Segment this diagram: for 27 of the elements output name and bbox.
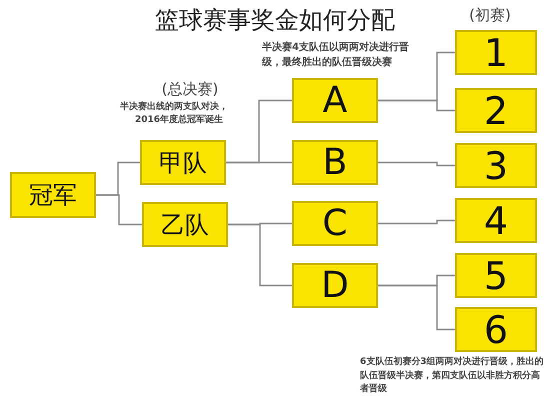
connector-line: [378, 284, 455, 330]
round-heading: (初赛): [468, 6, 512, 25]
team-box: 2: [455, 88, 537, 133]
connector-line: [378, 220, 455, 224]
team-box: 4: [455, 198, 537, 243]
connector-line: [226, 162, 292, 164]
note: 半决赛出线的两支队对决，: [120, 101, 229, 114]
note: 2016年度总冠军诞生: [135, 114, 224, 127]
team-box: A: [292, 78, 378, 123]
title: 篮球赛事奖金如何分配: [154, 5, 396, 36]
team-box: 5: [455, 253, 537, 298]
team-box: 冠军: [10, 172, 96, 218]
connector-line: [378, 162, 455, 166]
team-box: C: [292, 201, 378, 246]
team-box: D: [292, 263, 378, 308]
connector-line: [378, 100, 455, 112]
connector-line: [228, 224, 292, 286]
connector-line: [96, 194, 142, 226]
team-box: 1: [455, 30, 537, 75]
round-heading: (总决赛): [160, 80, 220, 99]
note: 6支队伍初赛分3组两两对决进行晋级，胜出的队伍晋级半决赛，第四支队伍以非胜方积分高者晋级: [360, 356, 545, 396]
team-box: B: [292, 140, 378, 185]
note: 半决赛4支队伍以两两对决进行晋级，最终胜出的队伍晋级决赛: [262, 40, 410, 70]
team-box: 3: [455, 143, 537, 188]
team-box: 乙队: [142, 202, 228, 247]
team-box: 甲队: [140, 140, 226, 185]
team-box: 6: [455, 307, 537, 352]
